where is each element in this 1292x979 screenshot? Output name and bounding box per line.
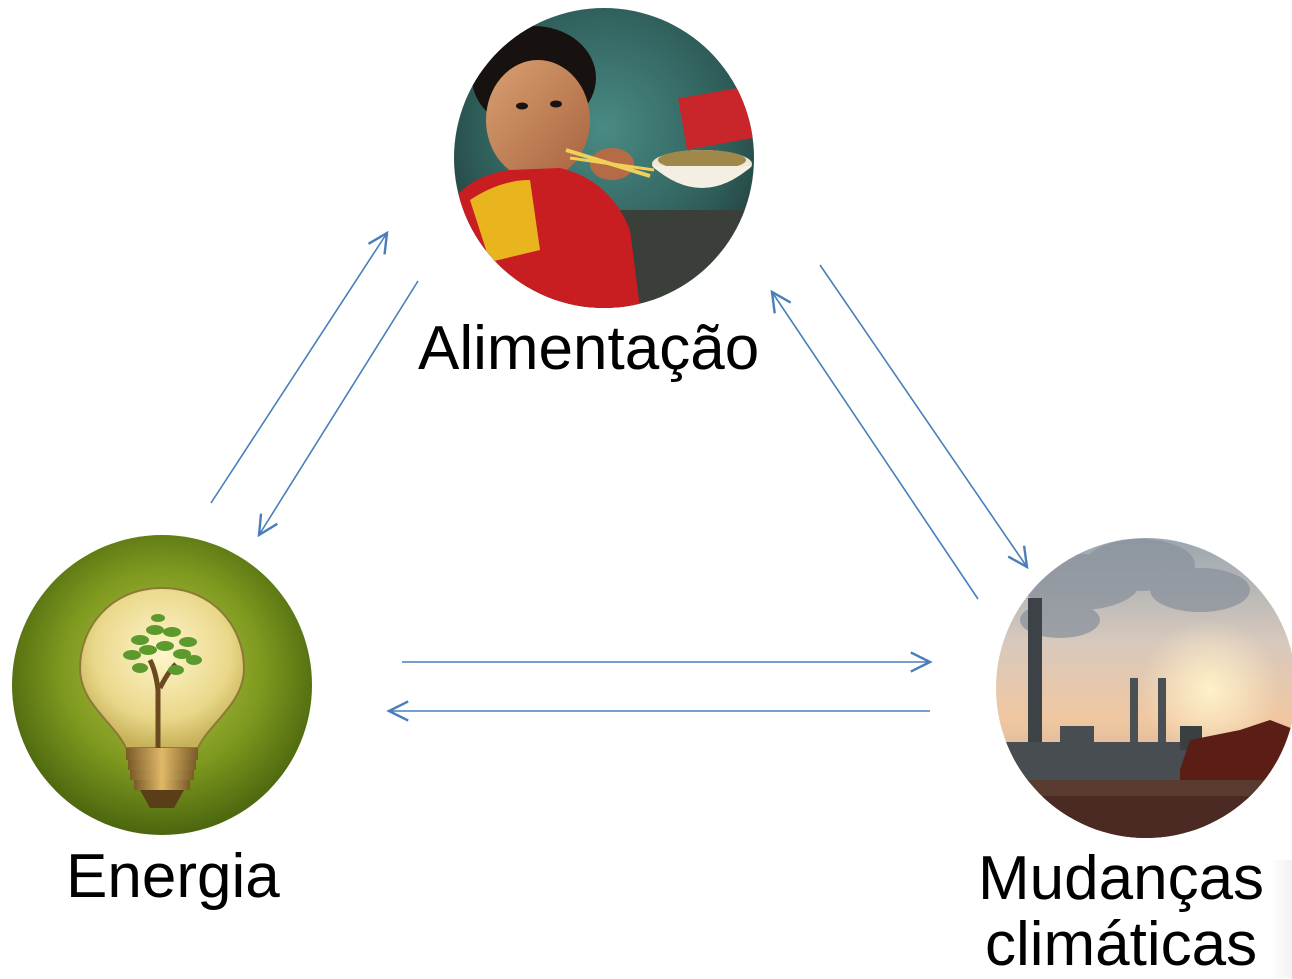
node-label-energia: Energia bbox=[66, 842, 280, 911]
arrow-alimentacao-to-mudancas bbox=[819, 264, 1027, 567]
energy-lightbulb-icon bbox=[12, 535, 312, 835]
node-label-alimentacao: Alimentação bbox=[418, 314, 760, 383]
food-photo bbox=[454, 8, 754, 308]
arrow-mudancas-to-alimentacao bbox=[772, 292, 979, 600]
arrow-alimentacao-to-energia bbox=[259, 280, 419, 535]
node-label-mudancas-climaticas: Mudanças climáticas bbox=[978, 846, 1264, 978]
page-edge-shadow bbox=[1270, 860, 1292, 978]
arrow-energia-to-alimentacao bbox=[210, 233, 387, 504]
node-label-mudancas-line2: climáticas bbox=[984, 910, 1258, 979]
climate-factory-photo bbox=[996, 538, 1292, 838]
node-label-mudancas-line1: Mudanças bbox=[978, 844, 1265, 913]
